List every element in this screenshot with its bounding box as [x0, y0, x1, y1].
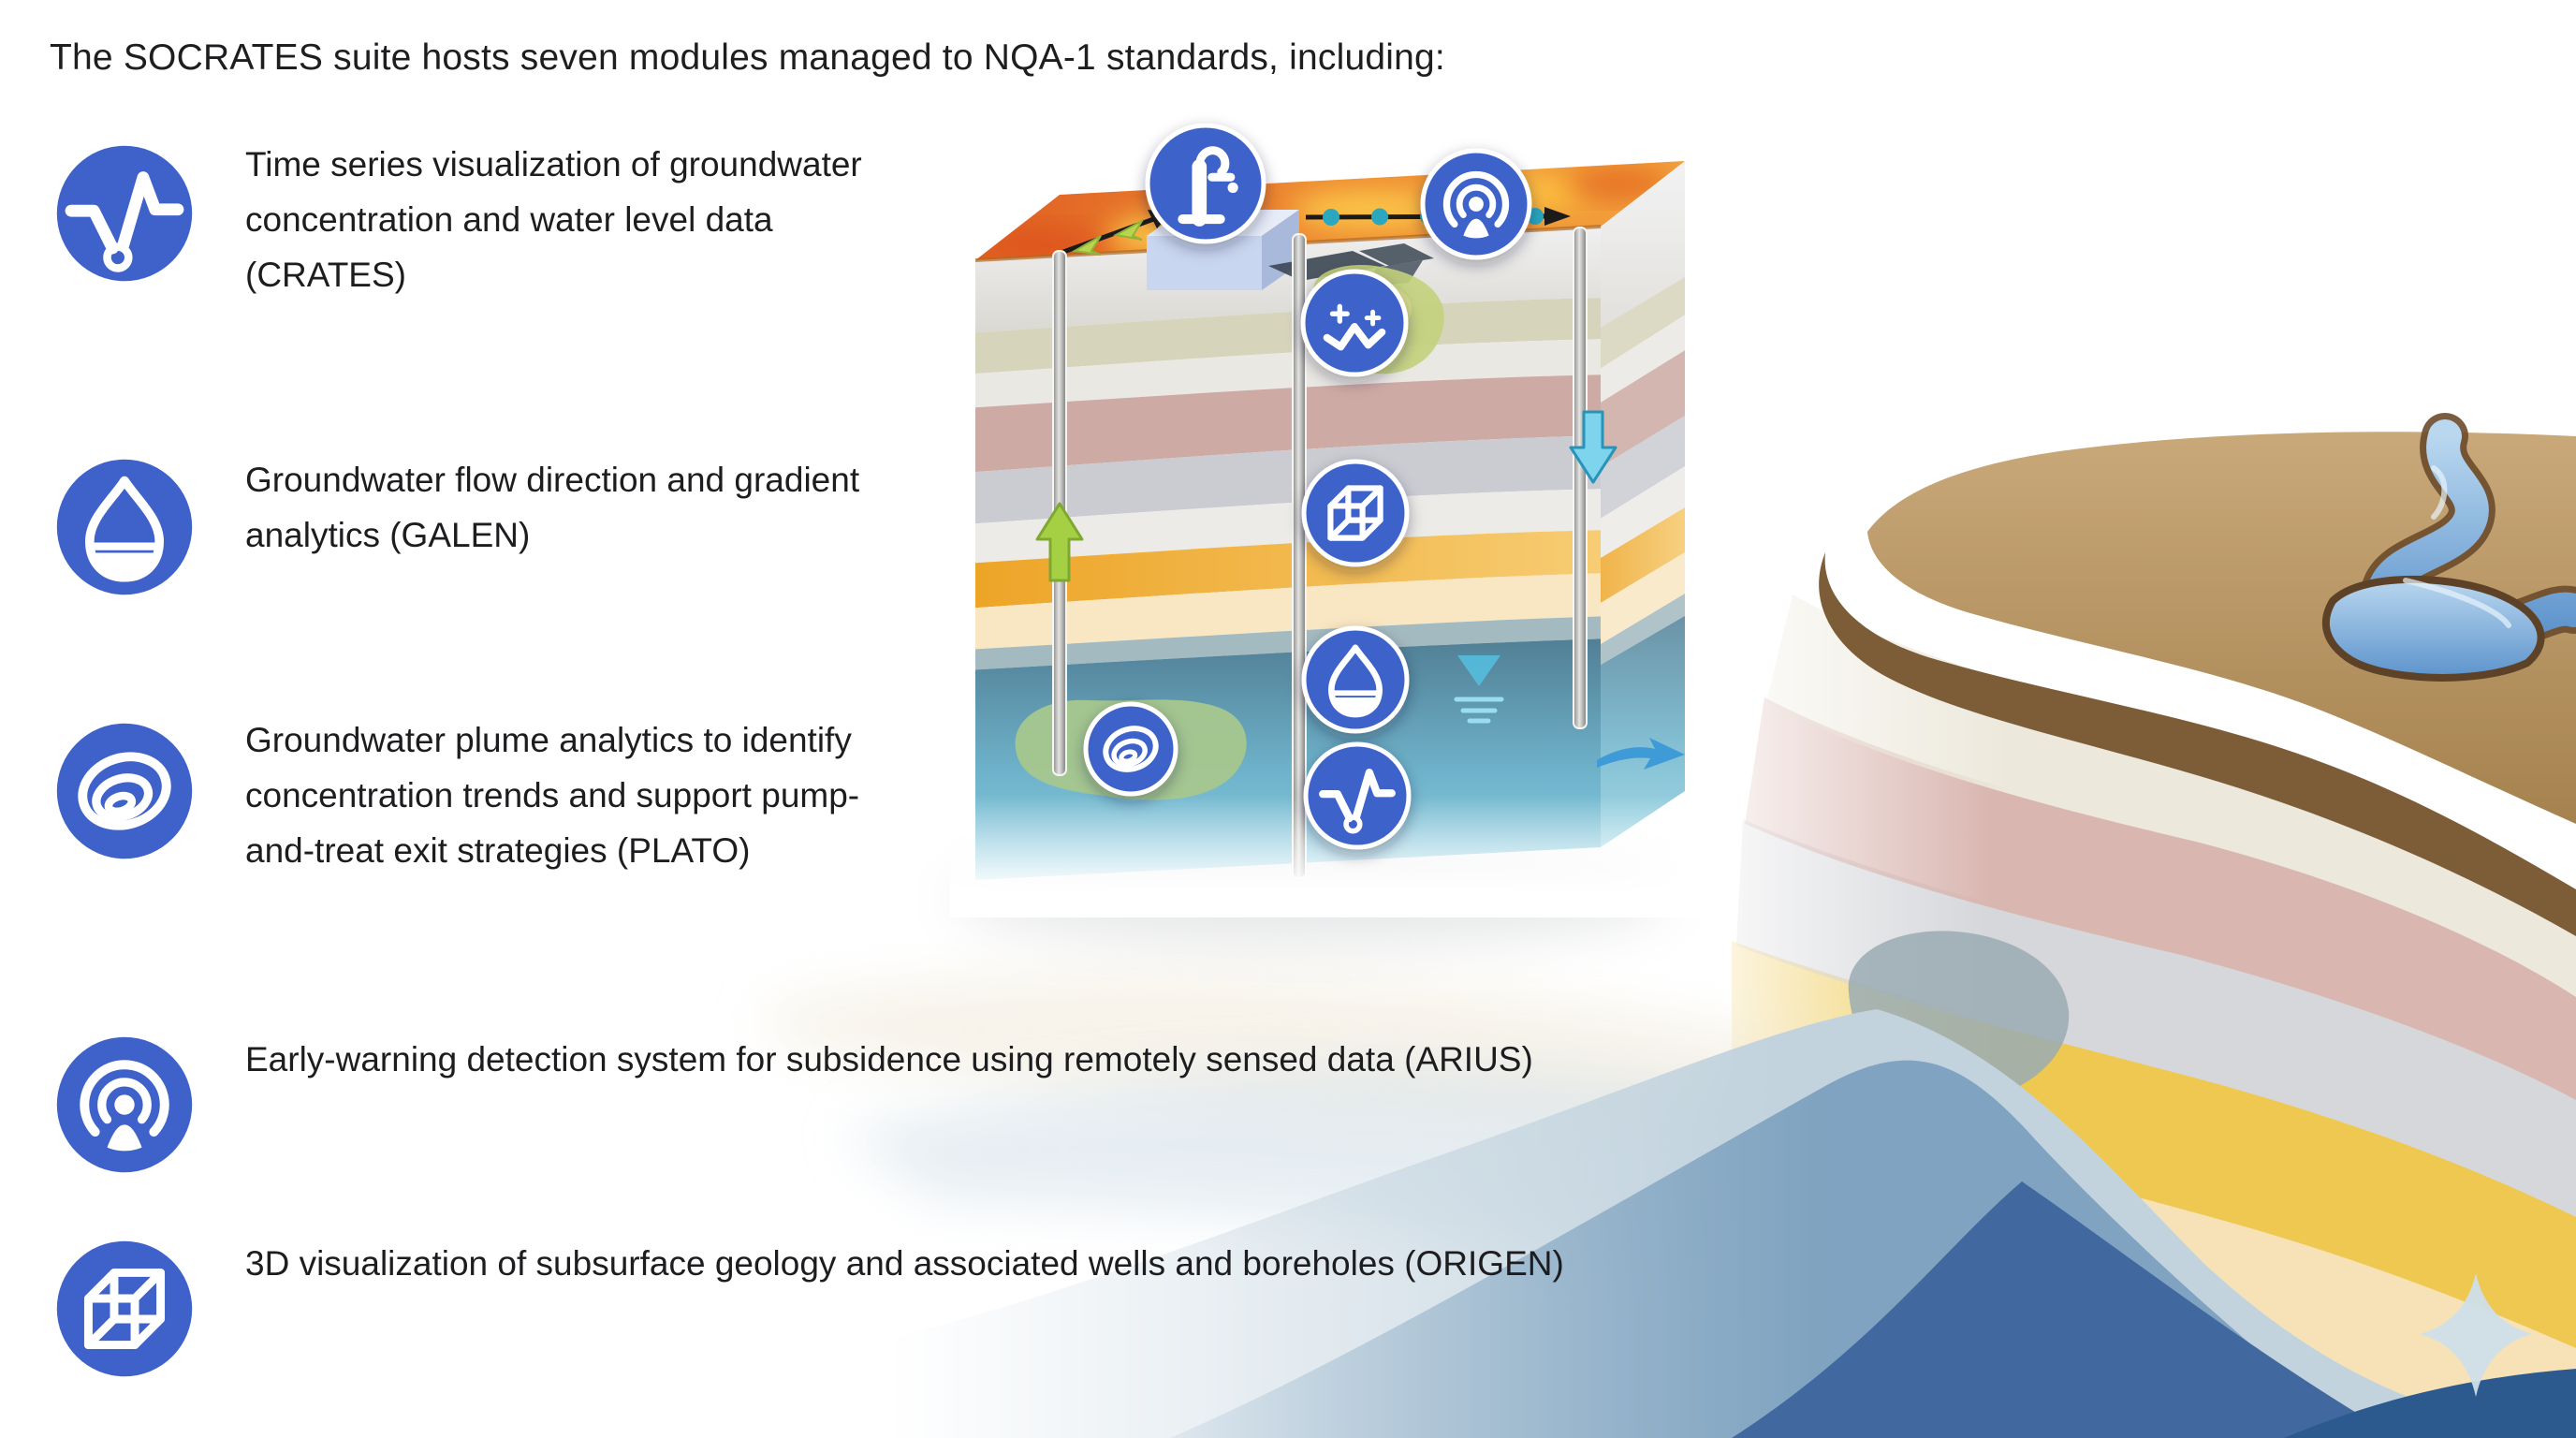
pink-layer — [1745, 697, 2576, 1100]
broadcast-icon — [1420, 148, 1532, 260]
mesa-top — [1867, 432, 2576, 824]
down-arrow-icon — [1569, 410, 1617, 484]
green-path-arrows — [1071, 218, 1145, 256]
flow-arrowhead-right — [1544, 207, 1571, 226]
block-right-face — [1601, 161, 1685, 847]
module-item-galen: Groundwater flow direction and gradient … — [53, 456, 1013, 598]
pulse-line-icon — [56, 145, 193, 282]
plume-contours-icon — [56, 723, 193, 859]
wave-darkest — [2284, 1369, 2576, 1438]
well-3 — [1573, 227, 1588, 729]
module-text-galen: Groundwater flow direction and gradient … — [245, 461, 860, 554]
page-title: The SOCRATES suite hosts seven modules m… — [50, 37, 1445, 78]
broadcast-icon — [56, 1036, 193, 1173]
module-text-plato: Groundwater plume analytics to identify … — [245, 721, 860, 870]
module-item-crates: Time series visualization of groundwater… — [53, 142, 1013, 302]
hand-pump-icon — [1145, 123, 1266, 244]
cube-3d-icon — [56, 1240, 193, 1377]
water-table-icon — [1454, 655, 1504, 724]
flow-arrow-icon — [1597, 738, 1685, 770]
river — [2322, 413, 2576, 682]
wells — [1052, 227, 1588, 879]
pulse-line-icon — [1303, 741, 1412, 850]
module-item-origen: 3D visualization of subsurface geology a… — [53, 1238, 1893, 1380]
four-point-sparkle-icon — [2420, 1273, 2532, 1397]
module-text-arius: Early-warning detection system for subsi… — [245, 1040, 1533, 1078]
module-text-crates: Time series visualization of groundwater… — [245, 145, 862, 294]
module-text-origen: 3D visualization of subsurface geology a… — [245, 1244, 1564, 1283]
mesa-cliff-band — [1819, 552, 2576, 936]
water-drop-icon — [56, 459, 193, 595]
gray-layer — [1736, 819, 2576, 1217]
module-item-plato: Groundwater plume analytics to identify … — [53, 720, 1013, 878]
cube-3d-icon — [1301, 459, 1410, 567]
block-icons — [1083, 123, 1532, 850]
up-arrow-icon — [1035, 502, 1084, 582]
water-drop-icon — [1301, 625, 1410, 734]
river-pool — [2322, 575, 2545, 682]
landscape — [768, 413, 2576, 1438]
plume-contours-icon — [1083, 701, 1178, 797]
module-item-arius: Early-warning detection system for subsi… — [53, 1034, 1893, 1176]
sparkle-trend-icon — [1300, 269, 1409, 377]
wave-deep — [1732, 1181, 2398, 1438]
subsurface-block — [950, 123, 1708, 946]
